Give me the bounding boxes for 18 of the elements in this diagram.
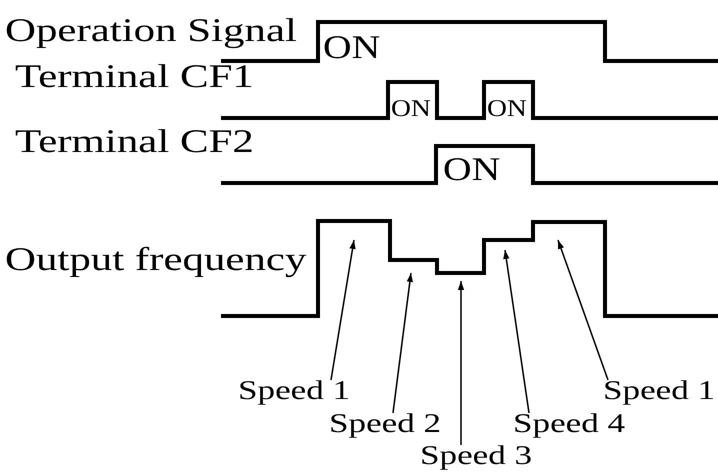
state-label: ON bbox=[443, 154, 500, 187]
signal-name: Output frequency bbox=[5, 244, 306, 277]
leader-arrow bbox=[503, 250, 530, 414]
signal-name: Terminal CF1 bbox=[15, 61, 254, 94]
leader-arrow bbox=[557, 240, 609, 380]
speed-label: Speed 2 bbox=[329, 410, 442, 437]
leader-arrow bbox=[330, 240, 356, 380]
speed-label: Speed 1 bbox=[603, 377, 716, 404]
leader-arrow bbox=[392, 272, 413, 414]
speed-label: Speed 4 bbox=[513, 410, 626, 437]
state-label: ON bbox=[487, 97, 527, 121]
speed-label: Speed 3 bbox=[420, 442, 532, 469]
leader-arrow bbox=[458, 281, 464, 445]
state-label: ON bbox=[323, 32, 380, 65]
signal-name: Operation Signal bbox=[5, 15, 297, 48]
state-label: ON bbox=[391, 97, 431, 121]
speed-label: Speed 1 bbox=[238, 377, 350, 404]
signal-name: Terminal CF2 bbox=[15, 126, 254, 159]
